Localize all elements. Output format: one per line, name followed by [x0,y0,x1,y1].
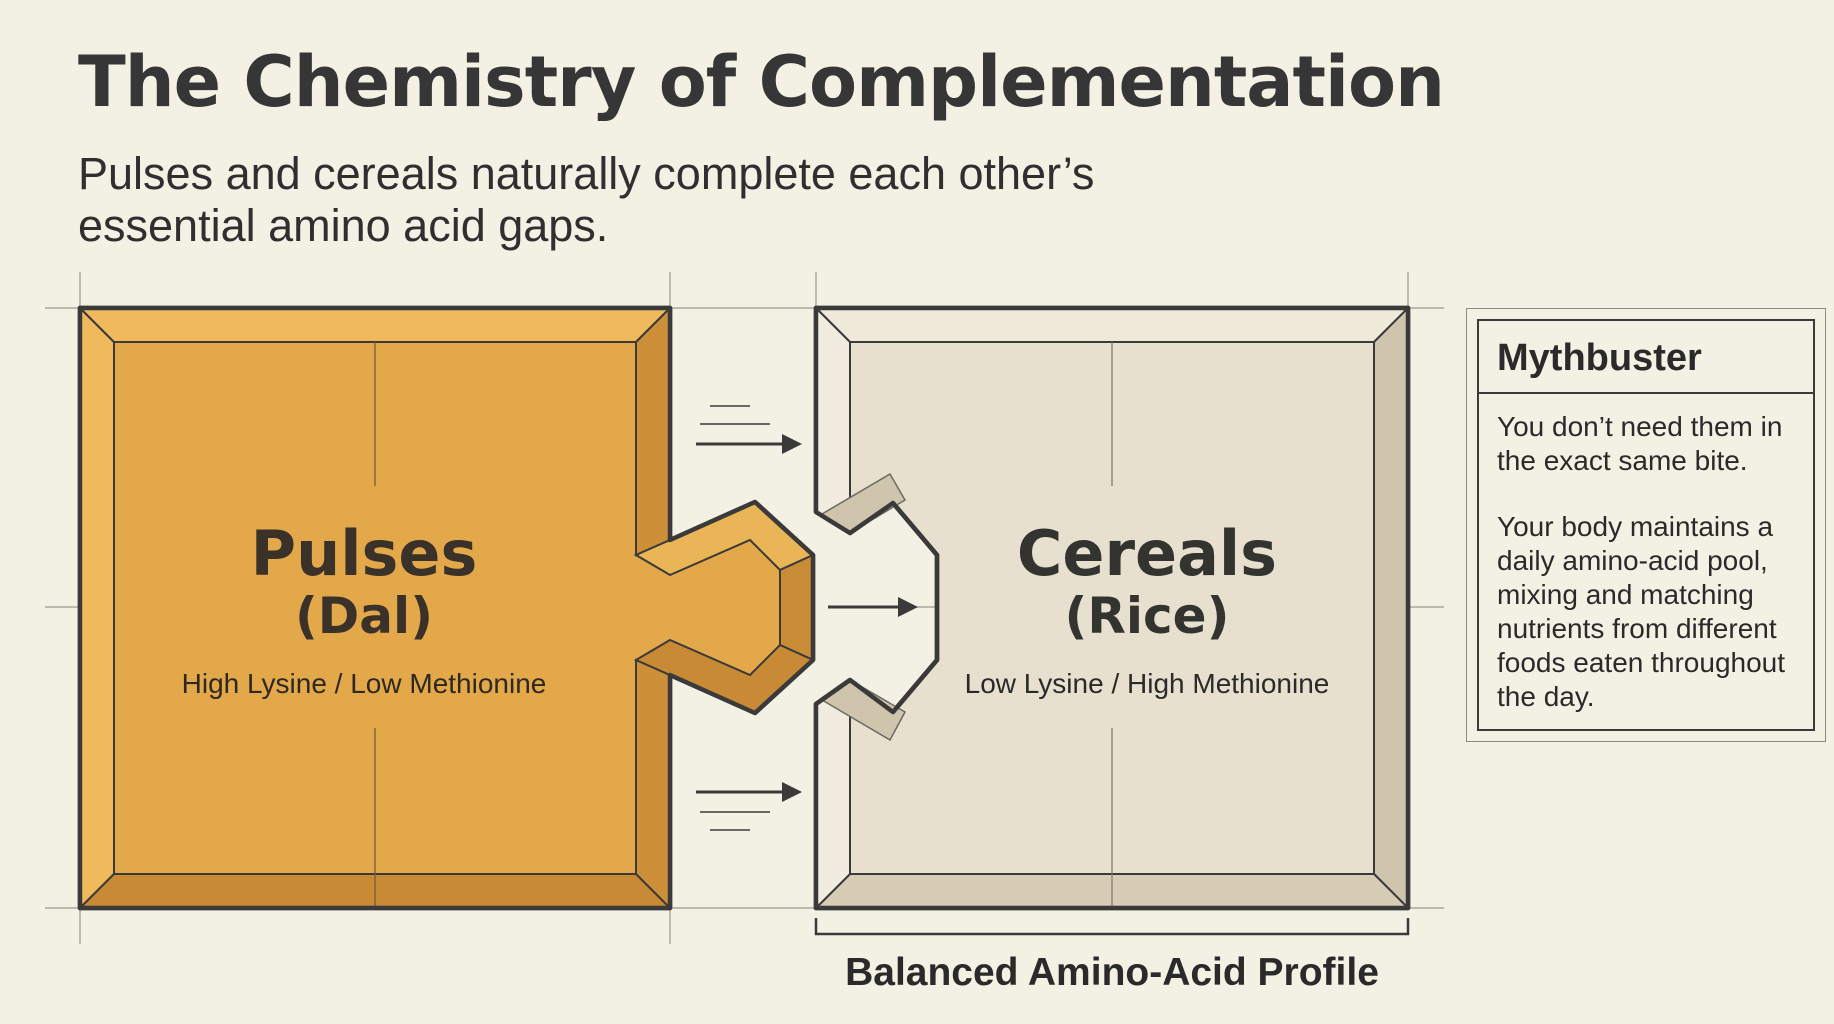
arrow-top [696,405,802,454]
pulses-piece [77,305,816,911]
result-label: Balanced Amino-Acid Profile [845,951,1379,994]
cereals-bevel-top [813,307,1411,343]
pulses-bevel-left [79,305,115,911]
pulses-bevel-right [635,305,671,557]
mythbuster-paragraph-1: You don’t need them in the exact same bi… [1497,411,1783,476]
mythbuster-heading: Mythbuster [1479,321,1813,394]
pulses-bevel-top [77,307,673,343]
pulses-profile: High Lysine / Low Methionine [182,668,547,699]
page-subtitle: Pulses and cereals naturally complete ea… [78,148,1095,251]
pulses-example: (Dal) [295,587,433,645]
cereals-profile: Low Lysine / High Methionine [965,668,1330,699]
cereals-bevel-right [1373,305,1409,911]
mythbuster-inner-frame: Mythbuster You don’t need them in the ex… [1477,319,1815,731]
cereals-name: Cereals [1017,517,1277,590]
cereals-piece [813,305,1411,911]
balance-bracket [814,918,1410,936]
pulses-bevel-right-lower [635,658,671,911]
cereals-example: (Rice) [1065,587,1230,645]
pulses-tab-bevel-right [779,553,814,662]
mythbuster-paragraph-2: Your body maintains a daily amino-acid p… [1497,511,1786,712]
pulses-name: Pulses [251,517,478,590]
pulses-piece-outer [77,305,816,911]
arrow-bottom [696,782,802,831]
cereals-bevel-left-top [815,305,851,535]
mythbuster-card: Mythbuster You don’t need them in the ex… [1466,308,1826,742]
page-title: The Chemistry of Complementation [78,41,1445,123]
arrow-middle [828,597,918,617]
